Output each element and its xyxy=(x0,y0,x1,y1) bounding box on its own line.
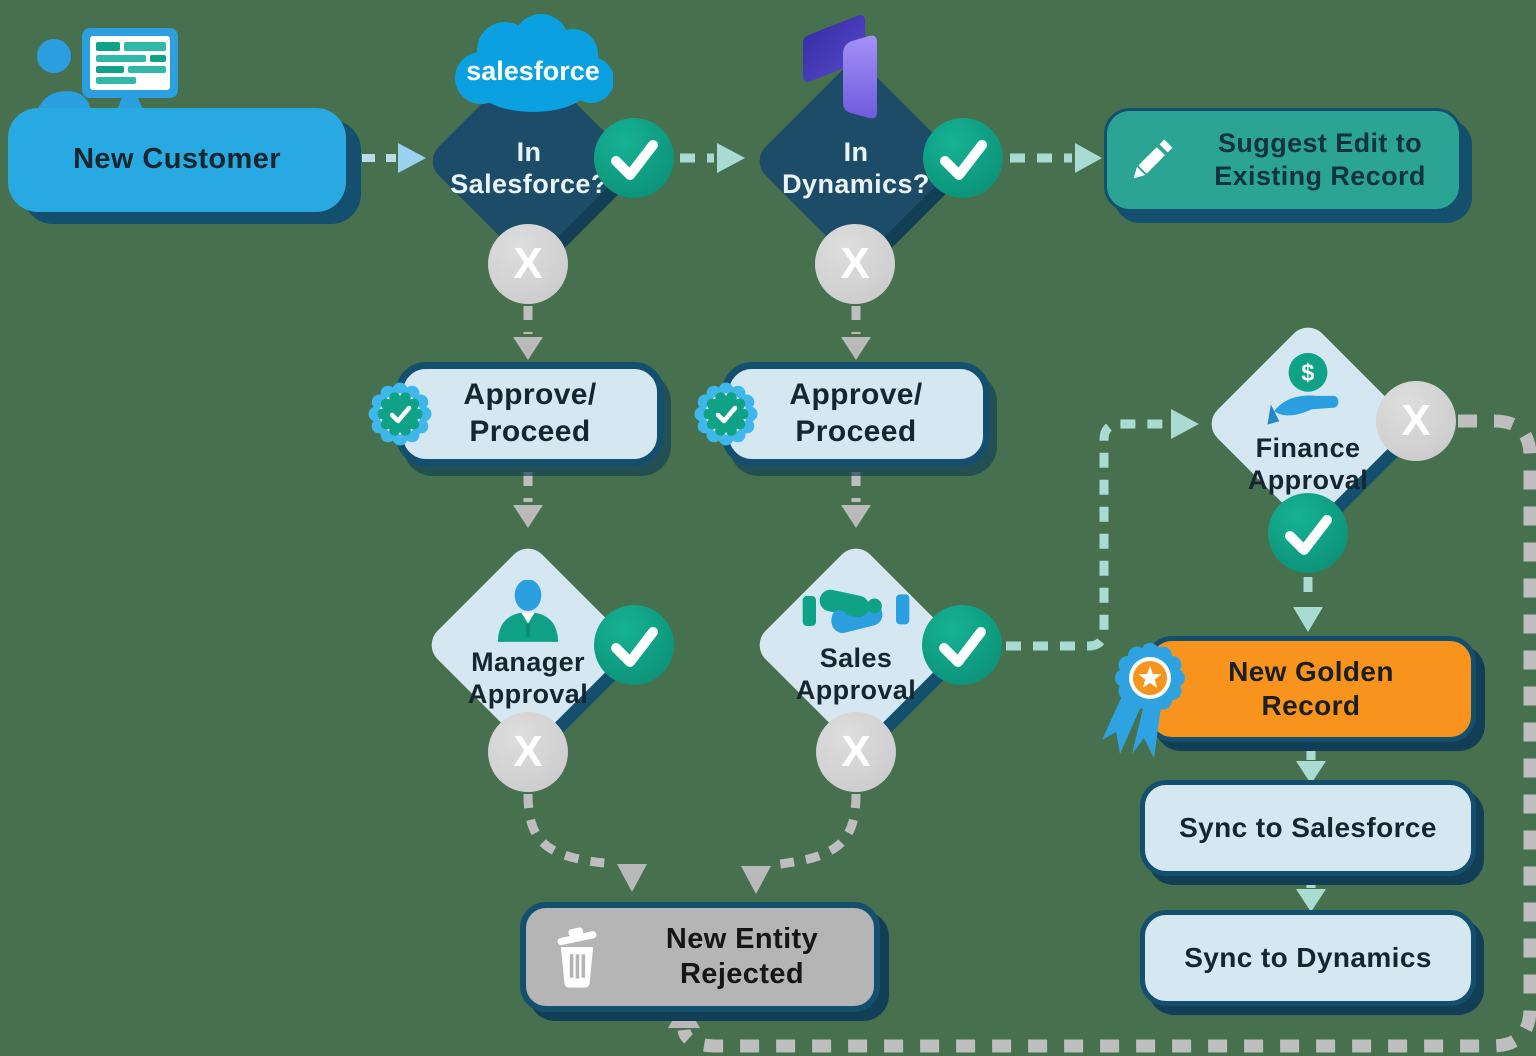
decision-label-line: Approval xyxy=(1247,465,1369,495)
x-icon: X xyxy=(816,712,896,792)
decision-label-line: Finance xyxy=(1255,432,1361,463)
arrowhead-icon xyxy=(1075,143,1102,173)
decision-label-line: In xyxy=(843,136,869,167)
arrowhead-icon xyxy=(1296,761,1326,784)
decision-label-line: Manager xyxy=(471,646,585,677)
arrowhead-icon xyxy=(1293,607,1323,632)
x-icon: X xyxy=(815,224,895,304)
connector-managerno-rejected xyxy=(523,793,615,869)
salesforce-wordmark: salesforce xyxy=(466,56,600,86)
decision-finance-approval: $ Finance Approval xyxy=(1203,319,1422,538)
arrowhead-icon xyxy=(1296,889,1326,912)
node-label: New Entity Rejected xyxy=(665,922,819,990)
salesforce-logo: salesforce xyxy=(455,14,613,112)
decision-in-dynamics: In Dynamics? xyxy=(751,56,970,275)
x-icon: X xyxy=(488,224,568,304)
arrowhead-icon xyxy=(741,866,771,894)
arrowhead-icon xyxy=(841,505,871,528)
node-approve-proceed-left: Approve/ Proceed xyxy=(396,362,664,466)
decision-label-line: Approval xyxy=(467,679,589,709)
decision-label-line: Approval xyxy=(795,675,917,705)
dynamics-logo xyxy=(803,15,877,119)
node-label: Suggest Edit to Existing Record xyxy=(1214,128,1426,191)
x-icon: X xyxy=(1376,381,1456,461)
dollar-sign: $ xyxy=(1301,360,1314,386)
decision-sales-approval: Sales Approval xyxy=(751,540,970,759)
decision-label-line: In xyxy=(516,136,542,167)
pencil-icon xyxy=(1133,139,1173,179)
x-icon: X xyxy=(488,712,568,792)
seal-check-icon xyxy=(694,382,758,446)
node-label: Approve/ Proceed xyxy=(463,378,597,448)
arrowhead-icon xyxy=(398,143,426,173)
node-approve-proceed-right: Approve/ Proceed xyxy=(722,362,990,466)
decision-in-salesforce: In Salesforce? xyxy=(424,56,643,275)
arrowhead-icon xyxy=(513,337,543,360)
node-new-entity-rejected: New Entity Rejected xyxy=(520,902,880,1012)
connector-salesno-rejected xyxy=(771,793,861,870)
decision-manager-approval: Manager Approval xyxy=(423,540,642,759)
seal-check-icon xyxy=(368,382,432,446)
finance-money-hand-icon: $ xyxy=(1267,352,1339,425)
node-sync-to-salesforce: Sync to Salesforce xyxy=(1140,780,1476,876)
award-ribbon-icon xyxy=(1102,643,1185,758)
connector-sales-finance xyxy=(1006,419,1168,651)
node-label: Sync to Salesforce xyxy=(1179,811,1437,843)
node-new-golden-record: New Golden Record xyxy=(1146,636,1476,742)
node-label: New Golden Record xyxy=(1228,655,1394,721)
check-icon xyxy=(922,605,1002,685)
arrowhead-icon xyxy=(841,337,871,360)
manager-icon xyxy=(498,579,558,642)
arrowhead-icon xyxy=(617,864,647,892)
check-icon xyxy=(594,118,674,198)
node-sync-to-dynamics: Sync to Dynamics xyxy=(1140,910,1476,1006)
check-icon xyxy=(923,118,1003,198)
arrowhead-icon xyxy=(513,505,543,528)
node-label: Approve/ Proceed xyxy=(789,378,923,448)
arrowhead-icon xyxy=(668,1000,700,1028)
decision-label-line: Salesforce? xyxy=(450,169,608,199)
arrowhead-icon xyxy=(1171,409,1199,439)
decision-label-line: Sales xyxy=(819,642,893,673)
node-label: Sync to Dynamics xyxy=(1184,941,1432,973)
handshake-icon xyxy=(802,589,910,633)
arrowhead-icon xyxy=(717,143,745,173)
trash-icon xyxy=(557,927,597,988)
decision-label-line: Dynamics? xyxy=(782,169,930,199)
check-icon xyxy=(594,605,674,685)
check-icon xyxy=(1268,493,1348,573)
node-label: New Customer xyxy=(73,143,281,176)
node-new-customer: New Customer xyxy=(8,108,346,212)
node-suggest-edit: Suggest Edit to Existing Record xyxy=(1104,108,1462,212)
